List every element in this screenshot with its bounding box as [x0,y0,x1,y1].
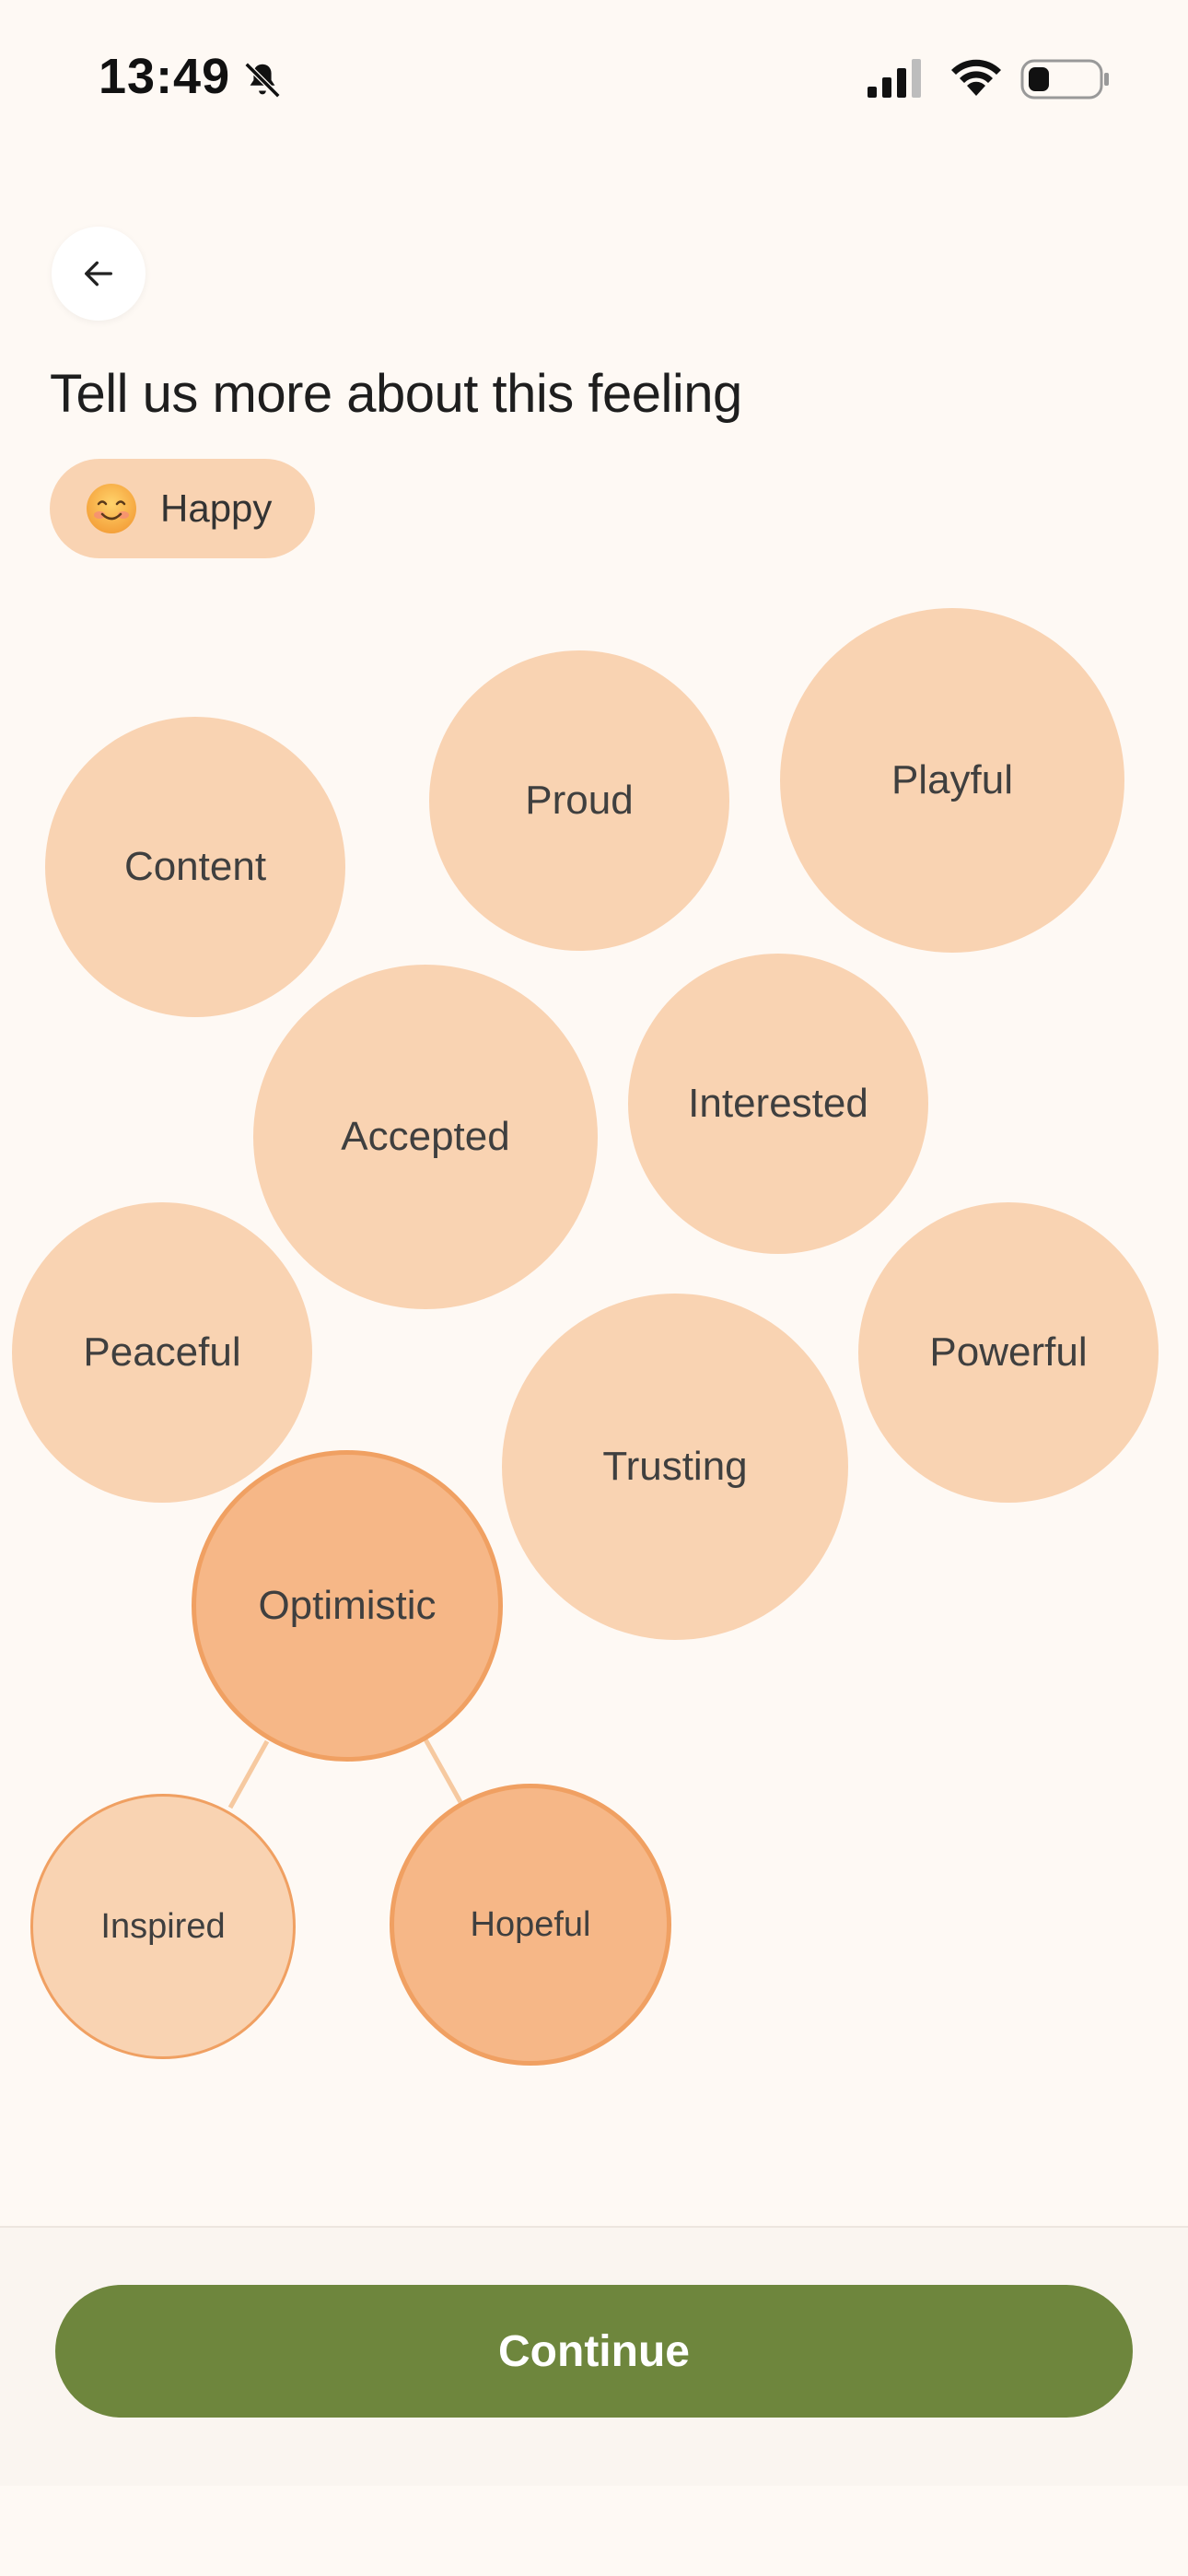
selected-feeling-chip: Happy [50,459,315,558]
bubble-hopeful[interactable]: Hopeful [390,1784,671,2066]
continue-button[interactable]: Continue [55,2285,1133,2418]
bubble-playful[interactable]: Playful [780,608,1124,953]
bubble-peaceful[interactable]: Peaceful [12,1202,312,1503]
feeling-bubbles: Content Proud Playful Accepted Intereste… [12,608,1159,2066]
bell-slash-icon [244,62,281,99]
status-bar: 13:49 [0,0,1188,157]
bubble-inspired[interactable]: Inspired [30,1794,296,2059]
footer: Continue [0,2226,1188,2486]
bubble-accepted[interactable]: Accepted [253,965,598,1309]
bubble-optimistic[interactable]: Optimistic [192,1450,503,1762]
feeling-label: Happy [160,486,273,530]
wifi-icon [951,59,1001,96]
smiling-face-icon [87,484,136,533]
bubble-content[interactable]: Content [45,717,345,1017]
page-title: Tell us more about this feeling [50,364,742,424]
arrow-left-icon [85,261,113,287]
bubble-proud[interactable]: Proud [429,650,729,951]
bubble-trusting[interactable]: Trusting [502,1294,848,1640]
back-button[interactable] [52,227,146,321]
bubble-interested[interactable]: Interested [628,954,928,1254]
bubble-powerful[interactable]: Powerful [858,1202,1159,1503]
battery-icon [1020,59,1109,100]
cellular-signal-icon [868,59,921,98]
status-time: 13:49 [99,49,231,104]
